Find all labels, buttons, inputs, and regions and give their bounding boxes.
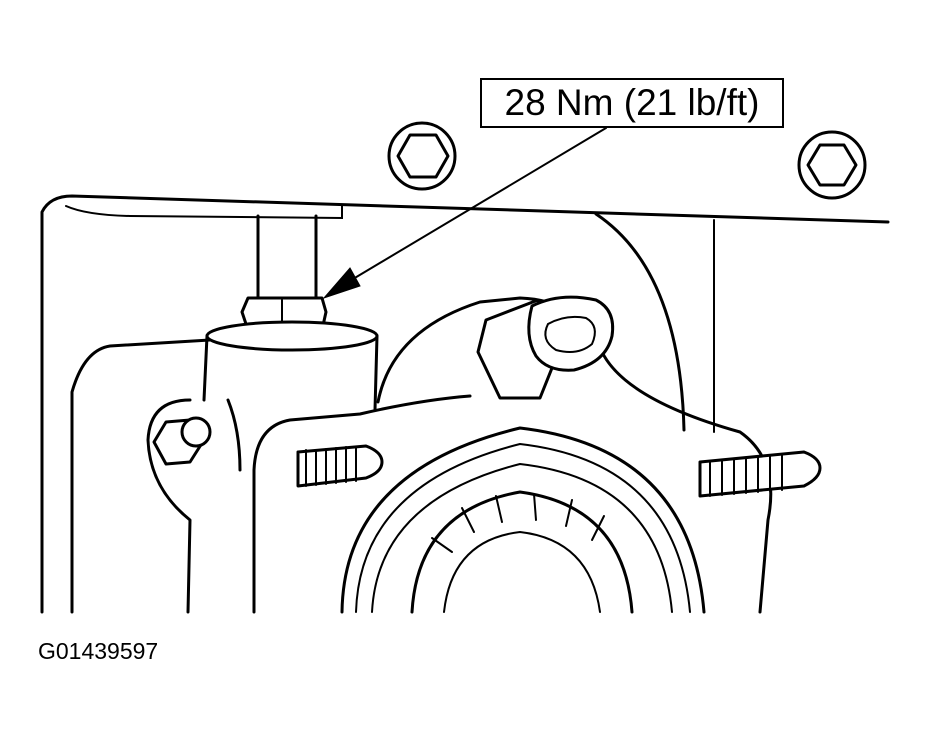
torque-callout: 28 Nm (21 lb/ft) xyxy=(480,78,784,128)
right-stud xyxy=(698,450,822,498)
adjuster-shaft xyxy=(256,214,318,302)
background-bolt-right xyxy=(797,130,867,200)
figure-id: G01439597 xyxy=(38,638,159,664)
sector-shaft-seal xyxy=(340,426,706,614)
gear-cylinder xyxy=(202,320,379,412)
port-fitting xyxy=(476,295,615,400)
background-bolt-left xyxy=(387,121,457,191)
housing-outline xyxy=(40,194,890,614)
torque-spec-label: 28 Nm (21 lb/ft) xyxy=(504,82,760,123)
callout-leader-arrow xyxy=(322,127,607,300)
left-stud xyxy=(296,444,384,488)
left-mounting-bolt xyxy=(152,416,212,466)
